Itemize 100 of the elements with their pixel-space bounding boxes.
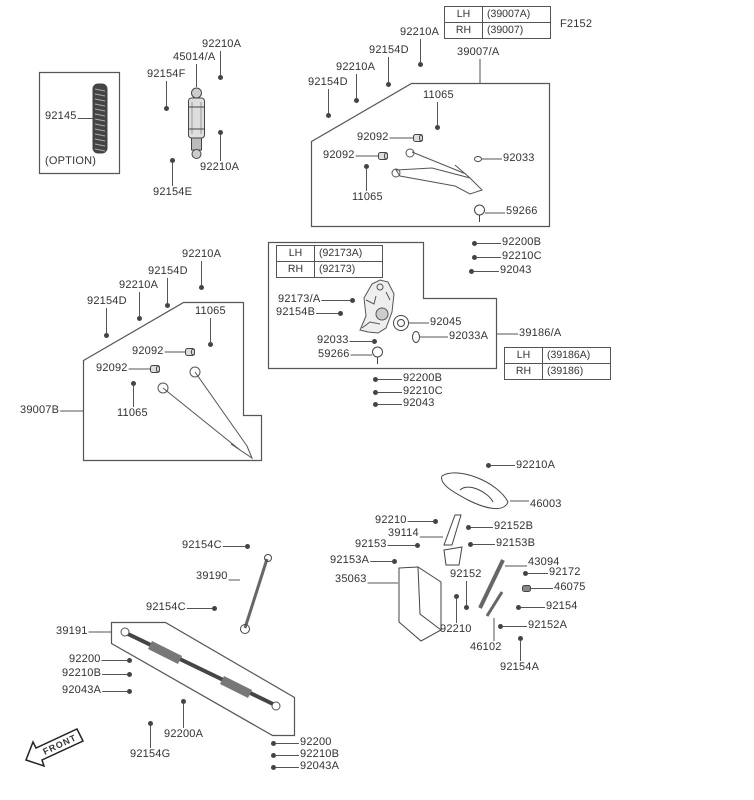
leader-line — [472, 544, 496, 545]
leader-line — [530, 588, 554, 589]
callout-number: 92154D — [87, 295, 127, 308]
fastener-icon — [137, 316, 142, 321]
leader-line — [408, 322, 430, 324]
bracket-icon — [522, 585, 531, 592]
fastener-icon — [271, 765, 276, 770]
fastener-icon — [433, 519, 438, 524]
fastener-icon — [354, 98, 359, 103]
leader-line — [456, 598, 457, 624]
callout-number: 39007/A — [457, 46, 500, 59]
leader-line — [128, 368, 150, 370]
leader-line — [106, 308, 107, 334]
bearing-icon — [393, 315, 409, 331]
callout-number: 43094 — [528, 556, 560, 569]
table-cell: RH — [504, 363, 543, 380]
callout-number: 92043A — [62, 684, 102, 697]
leader-line — [476, 257, 502, 258]
callout-number: 92154C — [182, 539, 222, 552]
fastener-icon — [165, 303, 170, 308]
leader-line — [60, 410, 84, 412]
callout-number: 92210B — [62, 667, 102, 680]
callout-number: 92152A — [528, 619, 568, 632]
callout-number: 92153B — [496, 537, 536, 550]
fastener-icon — [271, 753, 276, 758]
leader-line — [139, 292, 140, 316]
leader-line — [167, 278, 168, 304]
leader-line — [172, 162, 173, 186]
table-cell: (39007) — [482, 22, 551, 39]
leader-line — [101, 660, 128, 661]
leader-line — [183, 704, 184, 728]
leader-line — [437, 102, 438, 126]
table-cell: (39007A) — [482, 6, 551, 23]
group-outline — [39, 72, 119, 173]
fastener-icon — [271, 741, 276, 746]
leader-line — [528, 573, 548, 574]
callout-number: 92154D — [369, 44, 409, 57]
leader-line — [166, 80, 167, 106]
table-cell: (39186A) — [542, 347, 611, 364]
bushing-icon — [150, 365, 160, 373]
callout-number: 59266 — [506, 205, 538, 218]
ball-joint-icon — [474, 204, 485, 222]
ring-icon — [474, 156, 482, 162]
callout-number: 92172 — [549, 566, 581, 579]
leader-line — [328, 88, 329, 114]
fastener-icon — [435, 125, 440, 130]
fastener-icon — [104, 333, 109, 338]
fastener-icon — [218, 130, 223, 135]
callout-number: 92154D — [308, 76, 348, 89]
callout-number: 46075 — [554, 581, 586, 594]
fastener-icon — [127, 658, 132, 663]
group-outline — [268, 242, 496, 368]
leader-line — [378, 404, 402, 405]
figure-code: F2152 — [560, 18, 592, 31]
fastener-icon — [498, 624, 503, 629]
fastener-icon — [199, 285, 204, 290]
leader-line — [419, 536, 444, 538]
fastener-icon — [373, 377, 378, 382]
callout-number: 92200A — [164, 728, 204, 741]
fastener-icon — [148, 721, 153, 726]
callout-number: 92154G — [130, 748, 170, 761]
callout-number: 92200 — [69, 653, 101, 666]
callout-number: 39186/A — [519, 327, 562, 340]
leader-line — [349, 341, 372, 342]
leader-line — [102, 674, 128, 675]
leader-line — [210, 318, 211, 342]
fastener-icon — [472, 255, 477, 260]
fastener-icon — [386, 82, 391, 87]
fastener-icon — [464, 605, 469, 610]
leader-line — [186, 608, 212, 609]
fastener-icon — [518, 636, 523, 641]
callout-number: 92210A — [182, 248, 222, 261]
fastener-icon — [127, 672, 132, 677]
leader-line — [378, 379, 402, 380]
callout-number: 92043 — [403, 397, 435, 410]
callout-number: 92033 — [317, 334, 349, 347]
fastener-icon — [127, 689, 132, 694]
callout-number: 92033 — [503, 152, 535, 165]
fastener-icon — [170, 158, 175, 163]
leader-line — [196, 64, 197, 88]
callout-number: 92200B — [502, 236, 542, 249]
callout-number: 92210A — [336, 61, 376, 74]
callout-number: 11065 — [352, 191, 383, 204]
table-cell: LH — [276, 245, 315, 262]
leader-line — [150, 726, 151, 748]
leader-line — [520, 607, 546, 608]
callout-number: 92033A — [449, 330, 488, 343]
leader-line — [220, 50, 221, 76]
fastener-icon — [466, 525, 471, 530]
leader-line — [220, 134, 221, 162]
leader-line — [466, 580, 467, 606]
fastener-icon — [372, 339, 377, 344]
leader-line — [316, 313, 338, 314]
callout-number: 39114 — [388, 527, 419, 540]
callout-number: 59266 — [318, 348, 350, 361]
leader-line — [388, 56, 389, 82]
callout-number: 92210A — [516, 459, 556, 472]
fastener-icon — [364, 164, 369, 169]
fastener-icon — [415, 543, 420, 548]
fastener-icon — [326, 113, 331, 118]
